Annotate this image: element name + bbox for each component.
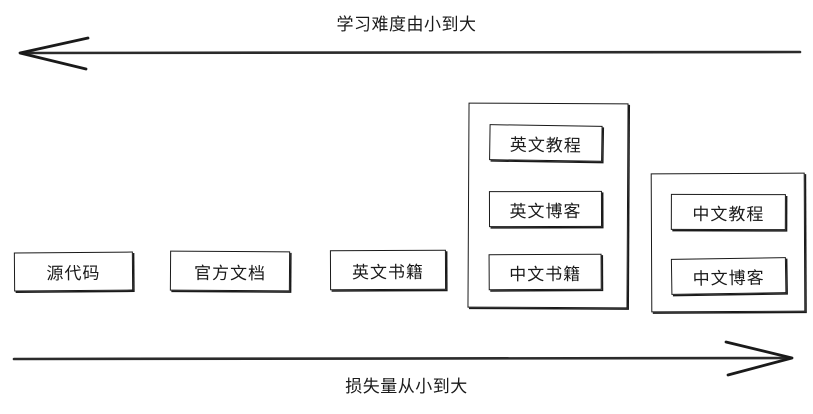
node-official-docs[interactable]: 官方文档	[169, 250, 291, 292]
node-chinese-blogs[interactable]: 中文博客	[670, 257, 787, 295]
node-label: 英文博客	[509, 201, 582, 222]
node-chinese-tutorials[interactable]: 中文教程	[670, 193, 786, 231]
node-label: 中文教程	[692, 204, 765, 225]
node-chinese-books[interactable]: 中文书籍	[488, 253, 602, 291]
node-label: 源代码	[46, 263, 101, 285]
arrow-left-icon	[18, 36, 802, 71]
node-source-code[interactable]: 源代码	[13, 251, 134, 292]
node-label: 官方文档	[193, 263, 267, 284]
group-one-container: 英文教程 英文博客 中文书籍	[467, 102, 629, 309]
bottom-axis-label: 损失量从小到大	[345, 377, 468, 397]
node-english-blogs[interactable]: 英文博客	[488, 190, 603, 228]
node-english-tutorials[interactable]: 英文教程	[489, 124, 603, 162]
node-english-books[interactable]: 英文书籍	[329, 249, 447, 291]
node-label: 中文书籍	[509, 264, 582, 285]
node-label: 中文博客	[692, 267, 765, 290]
top-axis-label: 学习难度由小到大	[336, 15, 477, 35]
group-two-container: 中文教程 中文博客	[650, 172, 806, 313]
node-label: 英文书籍	[351, 262, 425, 283]
node-label: 英文教程	[509, 134, 582, 157]
arrow-right-icon	[12, 340, 794, 377]
